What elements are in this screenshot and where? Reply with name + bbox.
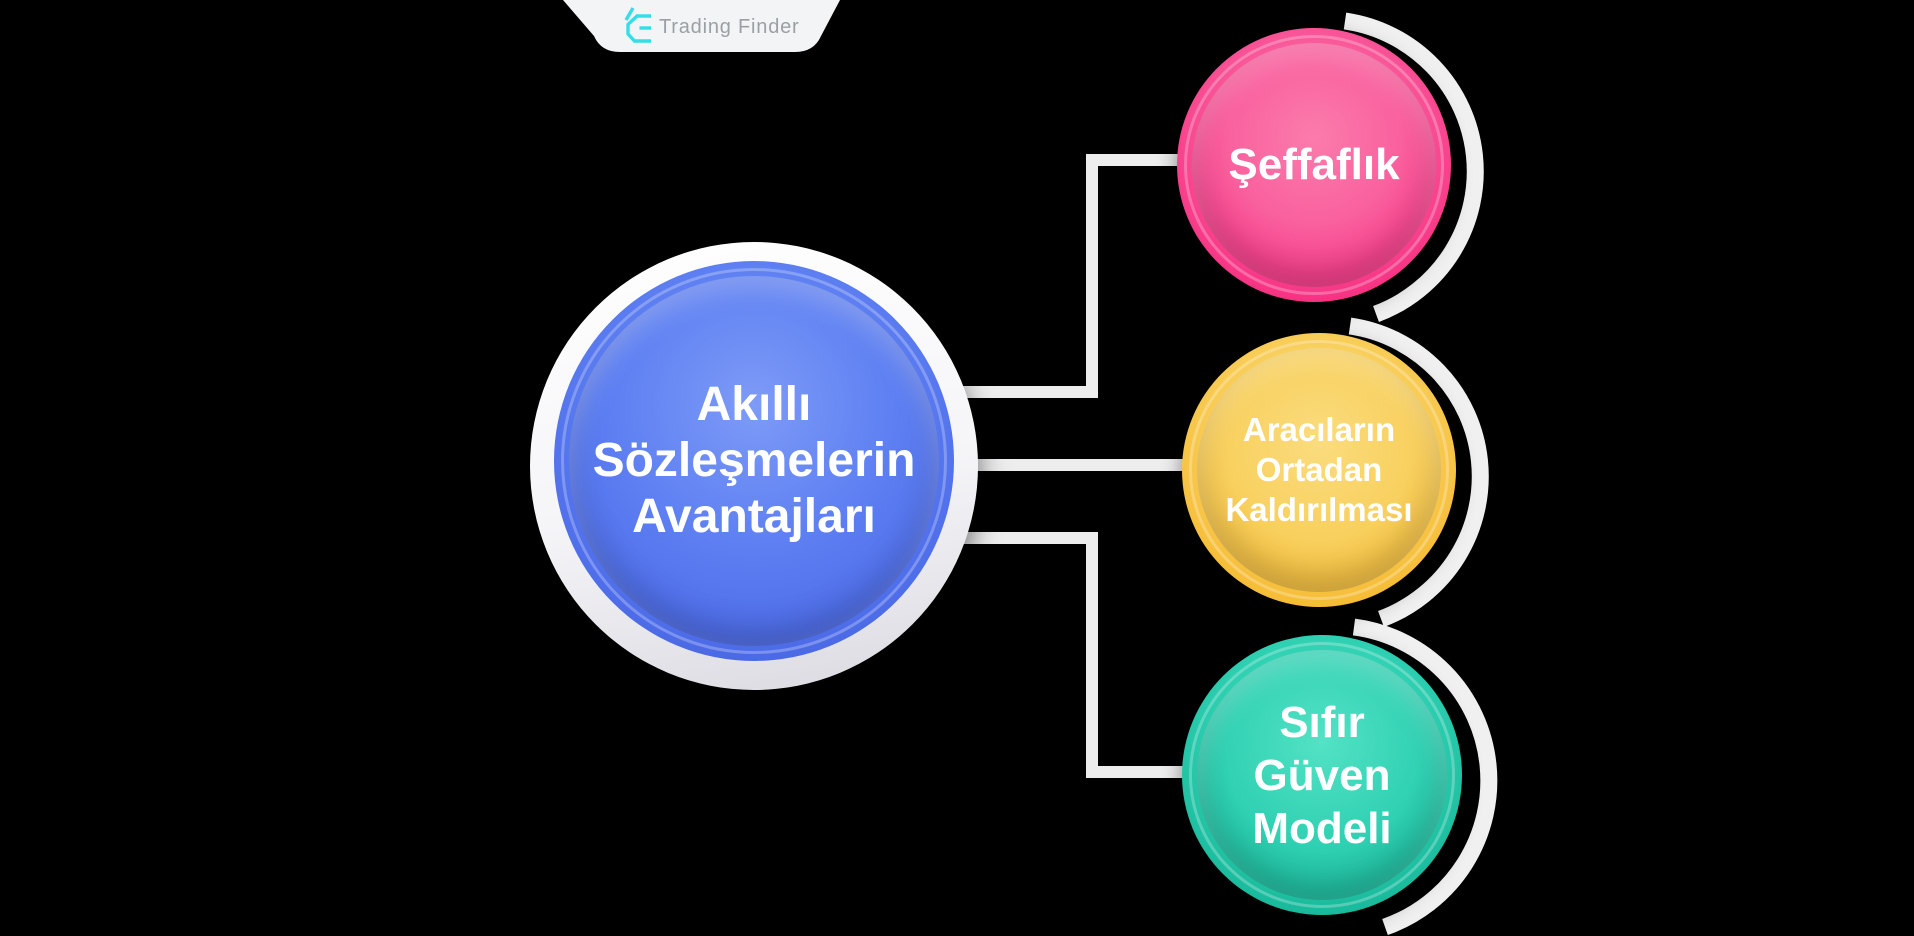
branch-node-zero-trust: Sıfır Güven Modeli — [1182, 635, 1462, 915]
branch-node-transparency-label: Şeffaflık — [1228, 140, 1400, 189]
arc-transparency — [1343, 12, 1484, 322]
branch-node-intermediaries: Aracıların Ortadan Kaldırılması — [1182, 333, 1456, 607]
arc-intermediaries — [1348, 317, 1489, 627]
trading-finder-logo-icon — [624, 7, 651, 43]
connector-top — [960, 154, 1192, 398]
branch-node-transparency: Şeffaflık — [1177, 28, 1451, 302]
center-node: Akıllı Sözleşmelerin Avantajları — [554, 261, 954, 661]
branch-node-intermediaries-label: Aracıların Ortadan Kaldırılması — [1225, 411, 1413, 528]
connector-bottom — [960, 532, 1192, 778]
brand-label: Trading Finder — [659, 16, 800, 38]
branch-node-zero-trust-label: Sıfır Güven Modeli — [1252, 697, 1392, 853]
center-node-label: Akıllı Sözleşmelerin Avantajları — [592, 378, 916, 543]
arc-zero-trust — [1352, 618, 1498, 936]
